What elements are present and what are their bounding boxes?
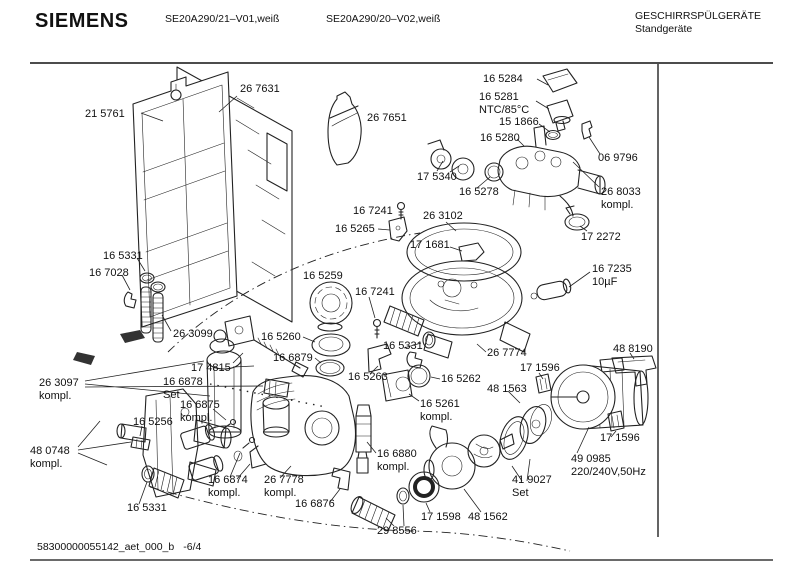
part-label-48-8190: 48 8190 [613,343,653,355]
part-label-16-5331-a: 16 5331 [103,250,143,262]
solenoid-valves-drawing [180,418,256,481]
category-title: GESCHIRRSPÜLGERÄTE [635,10,762,22]
part-label-16-6879: 16 6879 [273,352,313,364]
part-label-17-4815: 17 4815 [191,362,231,374]
part-label-48-1562: 48 1562 [468,511,508,523]
filter-cap-stack-drawing [309,281,353,377]
motor-drawing [535,355,657,432]
footer: 58300000055142_aet_000_b -6/4 [37,541,201,553]
part-label-16-5265: 16 5265 [335,223,375,235]
part-label-26-7651: 26 7651 [367,112,407,124]
part-label-17-1596-a: 17 1596 [520,362,560,374]
category-block: GESCHIRRSPÜLGERÄTE Standgeräte [635,10,761,36]
part-label-17-5340: 17 5340 [417,171,457,183]
part-label-16-5259: 16 5259 [303,270,343,282]
leader-lines [77,78,635,527]
heater-tank-drawing [249,375,357,477]
part-label-17-1596-b: 17 1596 [600,432,640,444]
part-label-16-7241-a: 16 7241 [353,205,393,217]
part-label-16-5263: 16 5263 [348,371,388,383]
inlet-manifold-drawing [116,388,290,499]
part-label-16-5280: 16 5280 [480,132,520,144]
part-label-17-2272: 17 2272 [581,231,621,243]
inner-door-panel-drawing [132,71,238,328]
part-label-26-7631: 26 7631 [240,83,280,95]
part-label-16-5260: 16 5260 [261,331,301,343]
capacitor-drawing [530,278,572,301]
page-rules [30,62,773,561]
part-label-17-1681: 17 1681 [410,239,450,251]
part-label-16-5256: 16 5256 [133,416,173,428]
part-label-21-5761: 21 5761 [85,108,125,120]
part-label-16-5278: 16 5278 [459,186,499,198]
part-label-29-8556: 29 8556 [377,525,417,537]
injector-assembly-drawing [224,315,309,378]
part-label-06-9796: 06 9796 [598,152,638,164]
sump-inlet-hose-drawing [383,305,436,349]
part-label-26-3099: 26 3099 [173,328,213,340]
part-label-17-1598: 17 1598 [421,511,461,523]
part-label-16-5284: 16 5284 [483,73,523,85]
page-number: -6/4 [183,541,202,553]
drain-valve-drawing [381,364,431,402]
siemens-logo: SIEMENS [35,10,129,32]
part-label-48-1563: 48 1563 [487,383,527,395]
part-label-16-5331-c: 16 5331 [127,502,167,514]
part-label-26-3102: 26 3102 [423,210,463,222]
part-label-16-5331-b: 16 5331 [383,340,423,352]
part-label-26-7774: 26 7774 [487,347,527,359]
door-springs-drawing [123,272,166,343]
part-label-16-6876: 16 6876 [295,498,335,510]
part-label-16-5262: 16 5262 [441,373,481,385]
phantom-outline-curves [149,232,571,552]
small-bracket-drawing [367,216,423,373]
model-variant-right: SE20A290/20–V02,weiß [326,13,441,25]
screw-drawing [372,201,406,339]
drain-pump-train-drawing [350,404,553,532]
document-id: 58300000055142_aet_000_b [37,541,175,553]
heater-inlet-assembly-drawing [427,68,606,231]
part-label-15-1866: 15 1866 [499,116,539,128]
dispenser-cartridge-drawing [331,404,372,491]
subcategory-title: Standgeräte [635,23,693,35]
part-label-16-7028: 16 7028 [89,267,129,279]
water-jug-drawing [327,91,362,166]
model-variant-left: SE20A290/21–V01,weiß [165,13,280,25]
sump-assembly-drawing [401,222,531,359]
part-label-16-7241-b: 16 7241 [355,286,395,298]
